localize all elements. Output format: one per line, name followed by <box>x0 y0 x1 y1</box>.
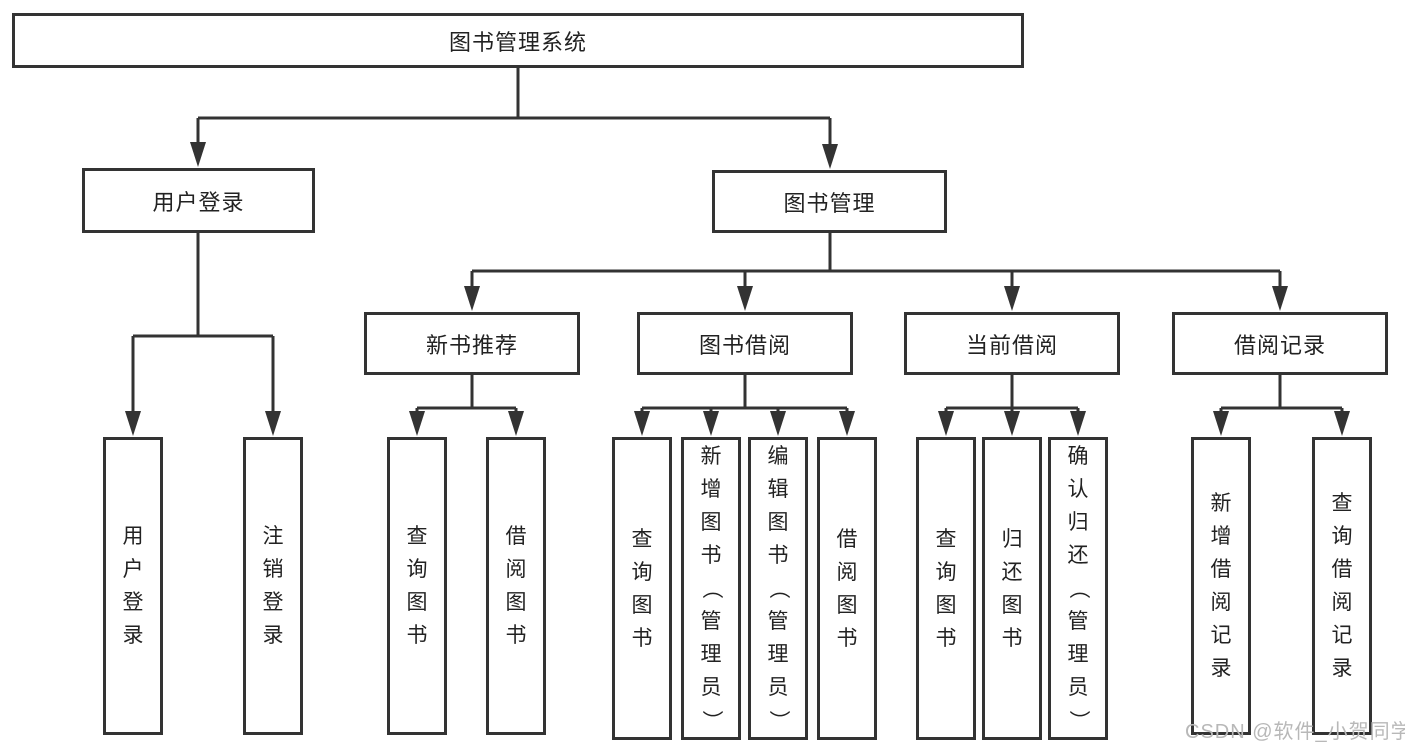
node-label: 图书管理系统 <box>448 29 587 55</box>
node-label: 新书推荐 <box>425 332 518 358</box>
node-label: 图书借阅 <box>698 332 791 358</box>
node-confirm-return-admin: 确认归还（管理员） <box>1048 437 1108 740</box>
csdn-watermark: CSDN @软件_小贺同学 <box>1185 721 1405 743</box>
node-add-borrow-record: 新增借阅记录 <box>1191 437 1251 735</box>
node-user-login-leaf: 用户登录 <box>103 437 163 735</box>
node-label: 编辑图书（管理员） <box>766 445 790 731</box>
node-query-books-recommend: 查询图书 <box>387 437 447 735</box>
node-query-borrow-record: 查询借阅记录 <box>1312 437 1372 735</box>
node-library-management-system: 图书管理系统 <box>12 13 1024 68</box>
node-label: 借阅图书 <box>505 525 527 647</box>
node-label: 新增借阅记录 <box>1210 492 1232 680</box>
node-edit-books-admin: 编辑图书（管理员） <box>748 437 808 740</box>
node-label: 新增图书（管理员） <box>699 445 723 731</box>
node-label: 图书管理 <box>783 190 876 216</box>
node-label: 注销登录 <box>262 525 284 647</box>
node-label: 查询图书 <box>406 525 428 647</box>
node-logout-leaf: 注销登录 <box>243 437 303 735</box>
node-label: 归还图书 <box>1001 527 1023 650</box>
node-return-books: 归还图书 <box>982 437 1042 740</box>
node-borrow-books-borrowing: 借阅图书 <box>817 437 877 740</box>
connector-edges <box>131 68 1344 413</box>
node-new-book-recommendation: 新书推荐 <box>364 312 580 375</box>
node-borrowing-records: 借阅记录 <box>1172 312 1388 375</box>
node-label: 借阅记录 <box>1233 332 1326 358</box>
node-label: 查询图书 <box>631 527 653 650</box>
node-current-borrowing: 当前借阅 <box>904 312 1120 375</box>
node-book-management: 图书管理 <box>712 170 947 233</box>
node-label: 用户登录 <box>152 189 245 215</box>
node-borrow-books-recommend: 借阅图书 <box>486 437 546 735</box>
node-label: 借阅图书 <box>836 527 858 650</box>
node-query-books-current: 查询图书 <box>916 437 976 740</box>
node-add-books-admin: 新增图书（管理员） <box>681 437 741 740</box>
node-label: 查询借阅记录 <box>1331 492 1353 680</box>
node-user-login: 用户登录 <box>82 168 315 233</box>
node-label: 确认归还（管理员） <box>1066 445 1090 731</box>
node-query-books-borrowing: 查询图书 <box>612 437 672 740</box>
node-book-borrowing: 图书借阅 <box>637 312 853 375</box>
node-label: 当前借阅 <box>965 332 1058 358</box>
connector-arrowheads <box>125 142 1350 436</box>
node-label: 用户登录 <box>122 525 144 647</box>
node-label: 查询图书 <box>935 527 957 650</box>
